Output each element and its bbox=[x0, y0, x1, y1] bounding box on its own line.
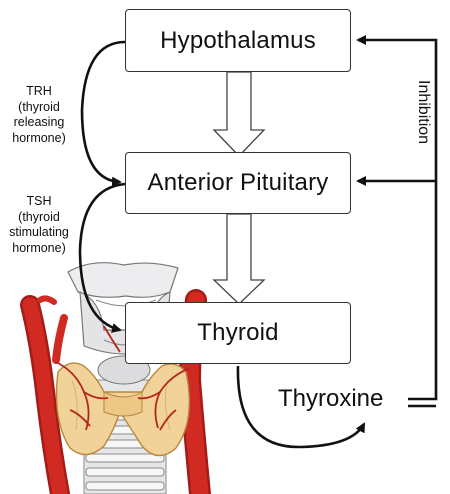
thyroxine-label: Thyroxine bbox=[278, 385, 384, 412]
anterior-pituitary-box: Anterior Pituitary bbox=[125, 152, 351, 214]
inhibition-feedback-lines bbox=[356, 35, 438, 408]
hypothalamus-label: Hypothalamus bbox=[160, 26, 316, 54]
down-arrow-hypothalamus-to-pituitary bbox=[212, 71, 266, 157]
thyroid-box: Thyroid bbox=[125, 302, 351, 364]
thyroid-anatomy-illustration bbox=[20, 262, 211, 494]
left-carotid-artery bbox=[20, 295, 70, 494]
tsh-label: TSH (thyroid stimulating hormone) bbox=[9, 194, 69, 255]
down-arrow-pituitary-to-thyroid bbox=[212, 213, 266, 305]
inhibition-label: Inhibition bbox=[415, 80, 432, 145]
tsh-arrow bbox=[78, 182, 126, 333]
thyroid-arteries bbox=[55, 325, 191, 431]
hypothalamus-box: Hypothalamus bbox=[125, 9, 351, 72]
trh-label: TRH (thyroid releasing hormone) bbox=[12, 84, 66, 145]
thyroid-gland bbox=[55, 362, 190, 457]
thyroxine-secretion-arrow bbox=[236, 365, 366, 449]
trh-arrow bbox=[80, 40, 126, 187]
anterior-pituitary-label: Anterior Pituitary bbox=[147, 169, 329, 196]
thyroid-label: Thyroid bbox=[197, 319, 279, 346]
